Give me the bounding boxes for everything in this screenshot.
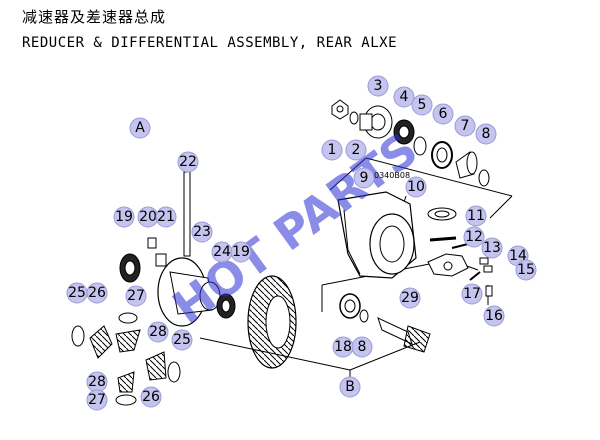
callout-bubble: [399, 287, 421, 309]
cross-pin-part: [183, 171, 191, 257]
ring-gear-part: [247, 275, 297, 369]
callout-number: 13: [483, 240, 501, 256]
callout-bubble: [155, 206, 177, 228]
bearing-part: [431, 141, 453, 169]
side-gears-part: [71, 312, 181, 406]
callout-number: 8: [358, 339, 367, 355]
small-bolts-part: [469, 257, 493, 297]
group-label-b-text: B: [345, 379, 355, 395]
callout-bubble: [463, 226, 485, 248]
bolt-part: [429, 236, 469, 249]
callout-bubble: [147, 321, 169, 343]
callout-number: 28: [149, 324, 167, 340]
callout-number: 27: [127, 288, 145, 304]
callout-number: 24: [213, 244, 231, 260]
callout-number: 17: [463, 286, 481, 302]
part-code-label: 0340B08: [374, 171, 410, 180]
callout-number: 25: [68, 285, 86, 301]
flange-part: [359, 105, 393, 139]
callout-number: 8: [482, 126, 491, 142]
callout-bubble: [454, 115, 476, 137]
callout-number: 19: [232, 244, 250, 260]
callout-number: 9: [360, 170, 369, 186]
callout-number: 25: [173, 332, 191, 348]
spacer-part: [455, 151, 478, 179]
callout-number: 14: [509, 248, 527, 264]
title-english: REDUCER & DIFFERENTIAL ASSEMBLY, REAR AL…: [22, 35, 398, 51]
callout-number: 19: [115, 209, 133, 225]
callout-bubble: [475, 123, 497, 145]
callout-number: 12: [465, 229, 483, 245]
group-label-a: A: [129, 117, 151, 139]
drive-pinion-part: [339, 293, 431, 353]
callout-bubble: [191, 221, 213, 243]
carrier-housing-part: [337, 191, 417, 279]
bearing-cap-part: [427, 253, 469, 277]
callout-bubble: [367, 75, 389, 97]
callout-bubble: [86, 389, 108, 411]
callout-number: 11: [467, 208, 485, 224]
callout-bubble: [332, 336, 354, 358]
callout-number: 1: [328, 142, 337, 158]
callout-bubble: [113, 206, 135, 228]
callout-bubble: [465, 205, 487, 227]
callout-bubble: [321, 139, 343, 161]
callout-bubble: [411, 94, 433, 116]
callout-bubble: [483, 305, 505, 327]
callout-number: 21: [157, 209, 175, 225]
group-label-b: B: [339, 376, 361, 398]
callout-number: 26: [88, 285, 106, 301]
callout-bubble: [86, 282, 108, 304]
group-label-a-text: A: [135, 120, 145, 136]
callout-bubble: [515, 259, 537, 281]
differential-case-part: [157, 257, 236, 327]
callout-number: 10: [407, 179, 425, 195]
callout-bubble: [393, 86, 415, 108]
callout-bubble: [230, 241, 252, 263]
callout-bubble: [481, 237, 503, 259]
oil-seal-part: [393, 119, 427, 156]
callout-bubble: [177, 151, 199, 173]
callout-bubble: [140, 386, 162, 408]
side-bearing-part: [119, 237, 167, 283]
callout-number: 6: [439, 106, 448, 122]
callout-number: 2: [352, 142, 361, 158]
callout-number: 28: [88, 374, 106, 390]
callout-number: 15: [517, 262, 535, 278]
bearing-cup-part: [427, 207, 457, 221]
callout-number: 20: [139, 209, 157, 225]
callout-bubble: [125, 285, 147, 307]
callout-bubble: [171, 329, 193, 351]
callout-number: 26: [142, 389, 160, 405]
callout-number: 23: [193, 224, 211, 240]
callout-number: 27: [88, 392, 106, 408]
callout-number: 18: [334, 339, 352, 355]
callout-number: 29: [401, 290, 419, 306]
callout-bubble: [432, 103, 454, 125]
callout-bubble: [461, 283, 483, 305]
title-chinese: 减速器及差速器总成: [22, 8, 167, 26]
callout-bubble: [345, 139, 367, 161]
callout-number: 4: [400, 89, 409, 105]
washer-part: [478, 169, 490, 187]
callout-number: 22: [179, 154, 197, 170]
callout-number: 3: [374, 78, 383, 94]
nut-part: [331, 99, 359, 125]
callout-number: 5: [418, 97, 427, 113]
callout-bubble: [353, 167, 375, 189]
callout-bubble: [405, 176, 427, 198]
callout-number: 16: [485, 308, 503, 324]
callout-number: 7: [461, 118, 470, 134]
